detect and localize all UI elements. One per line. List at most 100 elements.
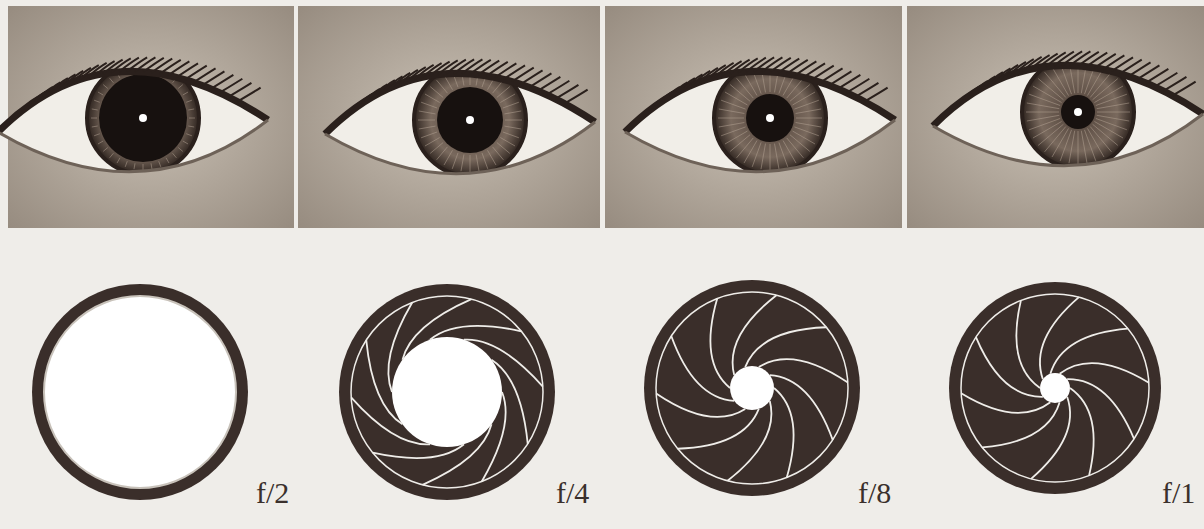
iris-fiber — [779, 142, 788, 166]
iris-fiber — [425, 138, 440, 147]
iris-fiber — [1078, 131, 1079, 164]
upper-eyelid — [0, 71, 268, 132]
iris-fiber — [421, 132, 437, 138]
eyelash — [168, 61, 189, 75]
iris-fiber — [110, 78, 114, 83]
iris-fiber — [437, 147, 448, 160]
iris-fiber — [730, 85, 750, 102]
iris-fiber — [1033, 122, 1062, 139]
iris-fiber — [492, 147, 503, 160]
aperture-blade — [1016, 300, 1040, 388]
iris-fiber — [719, 123, 745, 128]
iris-fiber — [761, 144, 766, 170]
iris-fiber — [94, 100, 100, 102]
blade-housing — [961, 294, 1149, 482]
iris-fiber — [718, 118, 744, 119]
aperture-blade — [678, 409, 759, 449]
eyelash — [407, 67, 426, 81]
iris-fiber — [497, 142, 510, 153]
iris-fiber — [1052, 67, 1069, 96]
iris-fiber — [1045, 127, 1066, 152]
aperture-blade — [774, 388, 794, 477]
eyelash — [795, 61, 816, 75]
eyelash — [487, 62, 508, 76]
aperture-diagram — [339, 284, 555, 500]
iris-fiber — [470, 155, 471, 172]
iris-fiber — [94, 134, 100, 136]
iris-fiber — [166, 158, 169, 163]
iris-fiber — [482, 153, 488, 169]
eyelash — [1103, 55, 1124, 69]
eyelash — [80, 65, 99, 79]
iris-fiber — [419, 111, 436, 114]
f-stop-label: f/1 — [1162, 478, 1195, 508]
upper-eyelid — [325, 73, 595, 134]
iris-fiber — [421, 102, 437, 108]
aperture-blade — [770, 375, 833, 440]
iris-fiber — [186, 134, 192, 136]
f-stop-label: f/8 — [858, 478, 891, 508]
photo-ground — [298, 6, 600, 228]
pupil — [99, 74, 187, 162]
iris-fiber — [737, 138, 754, 158]
eyelash — [151, 59, 172, 73]
aperture-blade — [759, 359, 848, 382]
iris-fiber — [497, 87, 510, 98]
highlight — [466, 116, 474, 124]
aperture-blade — [1070, 388, 1094, 476]
eyelash — [176, 63, 198, 77]
eyelash — [185, 66, 207, 80]
iris-fiber — [737, 78, 754, 98]
aperture-blade — [491, 360, 527, 444]
iris-fiber — [430, 87, 443, 98]
iris-fiber — [452, 153, 458, 169]
aperture-blade — [351, 397, 430, 444]
highlight — [139, 114, 147, 122]
iris-fiber — [1088, 128, 1105, 157]
upper-eyelid — [933, 65, 1203, 126]
f-stop-label: f/4 — [556, 478, 589, 508]
eye-photo — [605, 6, 902, 228]
iris-fiber — [796, 123, 822, 128]
iris-fiber — [91, 118, 97, 119]
eyelash — [1111, 57, 1133, 71]
iris-fiber — [143, 164, 144, 170]
eyelash — [512, 68, 534, 82]
iris-fiber — [476, 154, 479, 171]
aperture-blade — [482, 392, 506, 481]
blade-housing — [351, 296, 543, 488]
eyelash — [770, 58, 791, 72]
eyelash — [707, 65, 726, 79]
eye-photo — [907, 6, 1204, 228]
eyelash — [699, 68, 717, 82]
aperture-blade — [464, 340, 543, 387]
iris-fiber — [189, 118, 195, 119]
iris-fiber — [98, 141, 103, 144]
eyelash — [1172, 82, 1195, 96]
eye-photo — [0, 6, 294, 228]
iris-fiber — [178, 85, 183, 89]
aperture-ring — [339, 284, 555, 500]
iris-fiber — [775, 144, 780, 170]
iris-fiber — [419, 126, 436, 129]
iris-fiber — [1097, 103, 1129, 109]
iris-fiber — [151, 163, 152, 169]
eyelash — [72, 68, 90, 82]
eyelash — [787, 60, 808, 74]
iris-fiber — [1097, 112, 1130, 113]
aperture-diagram — [949, 282, 1161, 494]
blade-housing — [656, 292, 848, 484]
photo-ground — [907, 6, 1204, 228]
highlight — [1074, 108, 1082, 116]
iris-fiber — [1029, 94, 1060, 105]
eyelash — [470, 60, 491, 74]
lower-eyelid — [0, 120, 268, 172]
aperture-blade — [373, 444, 464, 458]
iris-fiber — [461, 154, 464, 171]
iris-fiber — [504, 126, 521, 129]
iris-fiber — [1027, 115, 1059, 121]
iris-fiber — [1090, 72, 1111, 97]
iris-fiber — [188, 126, 194, 127]
iris-fiber — [183, 92, 188, 95]
eyelash — [399, 70, 417, 84]
